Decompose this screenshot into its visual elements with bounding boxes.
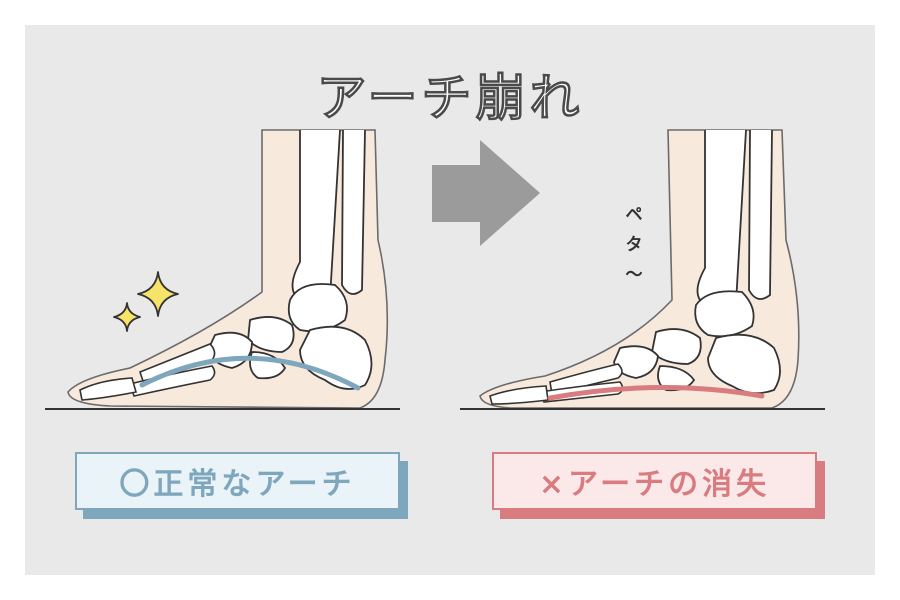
normal-foot <box>67 129 389 409</box>
arrow-right-icon <box>432 140 540 246</box>
annotation-char: ペ <box>625 205 643 225</box>
sparkle-icon <box>113 302 141 332</box>
normal-arch-label: 〇正常なアーチ <box>75 452 400 510</box>
page-title: アーチ崩れ <box>315 68 584 129</box>
annotation-char: 〜 <box>625 265 643 285</box>
flat-sound-annotation: ペ タ 〜 <box>624 200 644 290</box>
annotation-char: タ <box>625 235 643 255</box>
sparkle-icon <box>137 271 179 317</box>
flat-foot <box>479 129 800 409</box>
flat-arch-label: ×アーチの消失 <box>492 452 817 510</box>
